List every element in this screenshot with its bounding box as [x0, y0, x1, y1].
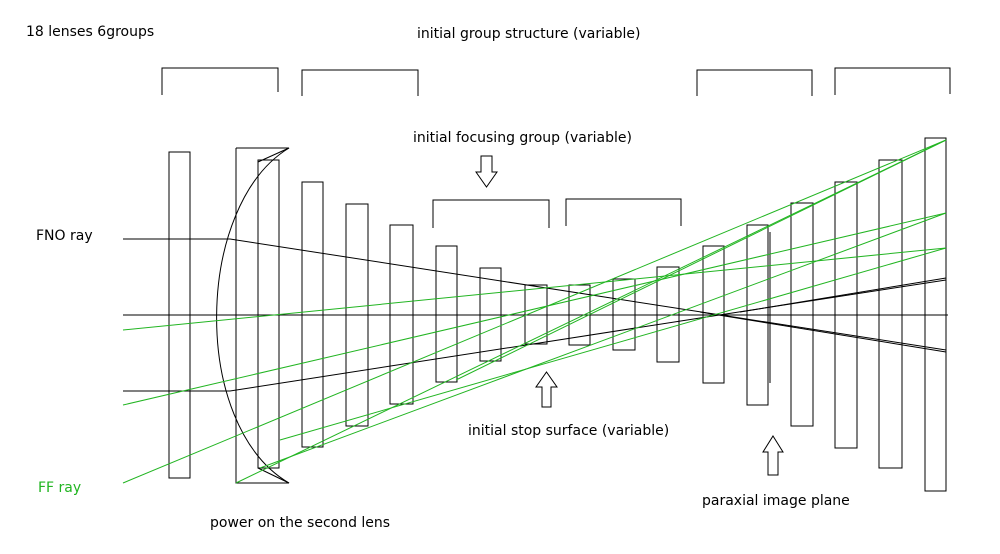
lens-element	[612, 278, 636, 351]
group-structure-label: initial group structure (variable)	[417, 26, 641, 42]
lens-element	[168, 151, 191, 479]
lens-element	[435, 245, 458, 383]
down-arrow-icon	[475, 155, 498, 188]
focusing-group-label: initial focusing group (variable)	[413, 130, 632, 146]
image-plane-label: paraxial image plane	[702, 493, 850, 509]
fno-ray-label: FNO ray	[36, 228, 93, 244]
lens-element	[924, 137, 947, 492]
lens-element	[524, 284, 548, 345]
ff-ray	[122, 139, 947, 484]
lens-element	[389, 224, 414, 405]
second-lens-power-label: power on the second lens	[210, 515, 391, 531]
second-lens-curved-surface	[216, 147, 290, 484]
focusing-bracket-2	[565, 198, 682, 226]
ff-ray-label: FF ray	[38, 480, 82, 496]
lens-element	[257, 159, 280, 469]
fno-rays	[123, 238, 947, 392]
fno-ray-upper-b	[699, 311, 947, 353]
lens-element	[479, 267, 502, 362]
fno-ray-upper	[123, 238, 947, 351]
lens-count-label: 18 lenses 6groups	[26, 24, 155, 40]
ff-ray	[122, 212, 947, 406]
ff-ray	[235, 139, 947, 484]
up-arrow-icon	[535, 371, 558, 408]
lens-element	[301, 181, 324, 448]
stop-surface-label: initial stop surface (variable)	[468, 423, 670, 439]
lens-element	[656, 266, 680, 363]
group-bracket-6	[834, 67, 951, 95]
lens-element	[345, 203, 369, 427]
ff-ray	[259, 212, 947, 469]
focusing-bracket-1	[432, 199, 550, 228]
up-arrow-icon	[762, 435, 784, 476]
fno-ray-lower	[123, 279, 947, 392]
ff-rays	[122, 139, 947, 484]
group-bracket-1	[161, 67, 279, 95]
ff-ray	[122, 247, 947, 331]
lens-element	[746, 224, 769, 406]
ff-ray	[279, 247, 947, 441]
fno-ray-lower-b	[739, 277, 947, 313]
lens-element	[790, 202, 814, 427]
lens-element	[878, 159, 903, 469]
ff-ray	[455, 139, 947, 381]
group-bracket-5	[696, 69, 813, 96]
group-bracket-2	[301, 69, 419, 96]
